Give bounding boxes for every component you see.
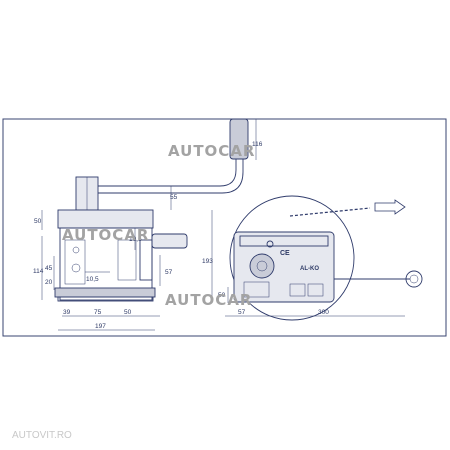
dim-label: 10,5 [129, 236, 142, 243]
gear-circle [249, 253, 275, 279]
watermark: AUTOCAR [168, 142, 255, 160]
ce-badge: CE [280, 250, 290, 257]
dim-label: 55 [170, 194, 178, 201]
dim-label: 57 [238, 309, 246, 316]
alko-badge: AL-KO [300, 266, 319, 272]
dim-label: 50 [34, 218, 42, 225]
left-view [41, 118, 249, 331]
cable [289, 207, 371, 217]
right-view [211, 119, 423, 321]
dim-label: 197 [95, 323, 106, 330]
drum-circle [229, 195, 355, 321]
watermark: AUTOCAR [62, 226, 149, 244]
dim-label: 50 [124, 309, 132, 316]
tow-eye [405, 270, 423, 288]
side-bracket [151, 233, 188, 249]
dim-label: 300 [318, 309, 329, 316]
corner-logo: AUTOVIT.RO [12, 430, 72, 441]
crank-handle [229, 118, 249, 160]
base-plate [54, 287, 156, 298]
dim-label: 20 [45, 279, 53, 286]
dim-label: 75 [94, 309, 102, 316]
dim-label: 193 [202, 258, 213, 265]
crank-arm [98, 140, 237, 187]
dim-label: 39 [63, 309, 71, 316]
dim-label: 50 [218, 292, 226, 299]
dim-label: 116 [252, 141, 263, 148]
right-housing [233, 231, 335, 303]
dim-label: 114 [33, 268, 44, 275]
watermark: AUTOCAR [165, 291, 252, 309]
dim-label: 57 [165, 269, 173, 276]
dim-label: 45 [45, 265, 53, 272]
pull-arrow-icon [374, 199, 406, 215]
drawing-frame [2, 118, 447, 337]
dim-label: 10,5 [86, 276, 99, 283]
